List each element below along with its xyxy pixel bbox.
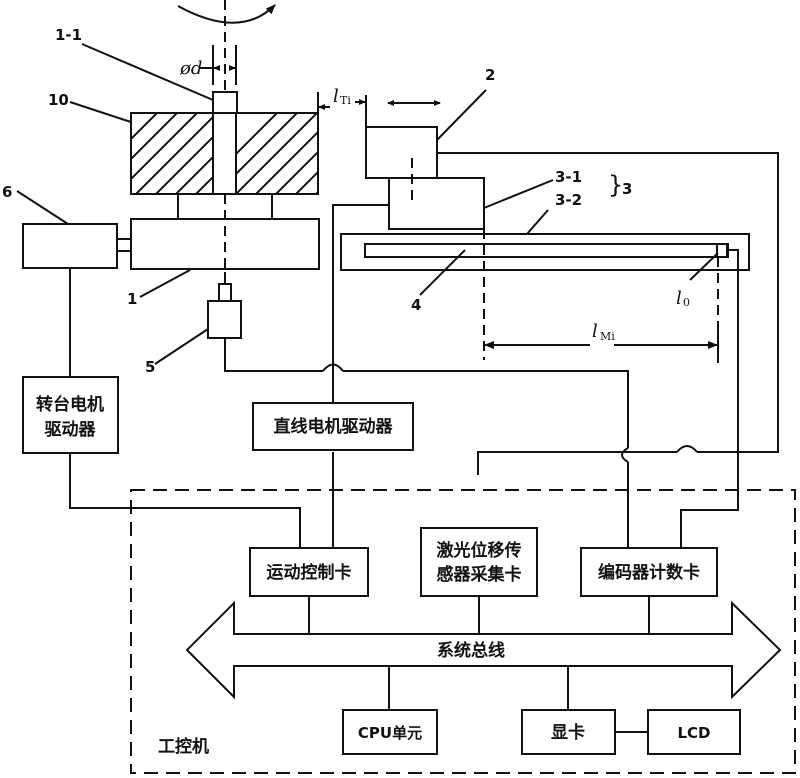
- svg-text:驱动器: 驱动器: [45, 420, 97, 440]
- encoder-counter-card-block: 编码器计数卡: [580, 547, 718, 597]
- label-4: 4: [411, 296, 421, 314]
- grating-scale: [364, 243, 729, 258]
- industrial-pc-boundary: [130, 489, 796, 774]
- label-5: 5: [145, 358, 155, 376]
- svg-text:l: l: [592, 321, 598, 342]
- industrial-pc-label: 工控机: [158, 736, 209, 757]
- svg-text:LCD: LCD: [677, 724, 710, 742]
- svg-text:运动控制卡: 运动控制卡: [267, 562, 352, 583]
- diameter-dimension: ød: [179, 45, 237, 85]
- label-3-1: 3-1: [555, 168, 582, 186]
- graphics-card-block: 显卡: [521, 709, 616, 755]
- lcd-block: LCD: [647, 709, 741, 755]
- svg-text:激光位移传: 激光位移传: [437, 540, 522, 561]
- workpiece: [130, 112, 319, 195]
- svg-text:l: l: [676, 288, 682, 309]
- motion-control-card-block: 运动控制卡: [249, 547, 369, 597]
- laser-acquisition-card-block: 激光位移传 感器采集卡: [420, 527, 538, 597]
- svg-text:Ti: Ti: [340, 94, 351, 107]
- encoder: [207, 300, 242, 339]
- label-6: 6: [2, 183, 12, 201]
- svg-text:感器采集卡: 感器采集卡: [437, 564, 522, 585]
- cpu-unit-block: CPU单元: [342, 709, 438, 755]
- svg-text:Mi: Mi: [600, 330, 615, 343]
- encoder-shaft: [218, 283, 232, 302]
- rotation-arrow-icon: [177, 4, 276, 24]
- label-1: 1: [127, 290, 137, 308]
- brace-icon: }: [608, 171, 623, 199]
- label-1-1: 1-1: [55, 26, 82, 44]
- l-mi-dimension: l Mi: [484, 321, 718, 349]
- label-3-2: 3-2: [555, 191, 582, 209]
- svg-text:CPU单元: CPU单元: [358, 724, 422, 742]
- diameter-label: ød: [179, 58, 202, 79]
- label-3: 3: [622, 180, 632, 198]
- svg-text:转台电机: 转台电机: [36, 394, 104, 415]
- label-2: 2: [485, 66, 495, 84]
- l-ti-dimension: l Ti: [317, 86, 366, 113]
- laser-sensor: [365, 126, 438, 179]
- linear-motor-driver-block: 直线电机驱动器: [252, 402, 414, 451]
- linear-motor-mover: [388, 177, 485, 230]
- system-bus-arrow: 系统总线: [185, 600, 782, 700]
- turntable-driver-block: 转台电机 驱动器: [22, 376, 119, 454]
- svg-text:直线电机驱动器: 直线电机驱动器: [274, 416, 394, 437]
- svg-text:l: l: [333, 86, 339, 107]
- svg-text:显卡: 显卡: [551, 722, 585, 743]
- turntable-motor: [22, 223, 118, 269]
- svg-text:系统总线: 系统总线: [437, 640, 505, 661]
- label-10: 10: [48, 91, 69, 109]
- grating-reader: [716, 243, 728, 258]
- svg-text:0: 0: [683, 296, 690, 309]
- svg-text:编码器计数卡: 编码器计数卡: [598, 562, 700, 583]
